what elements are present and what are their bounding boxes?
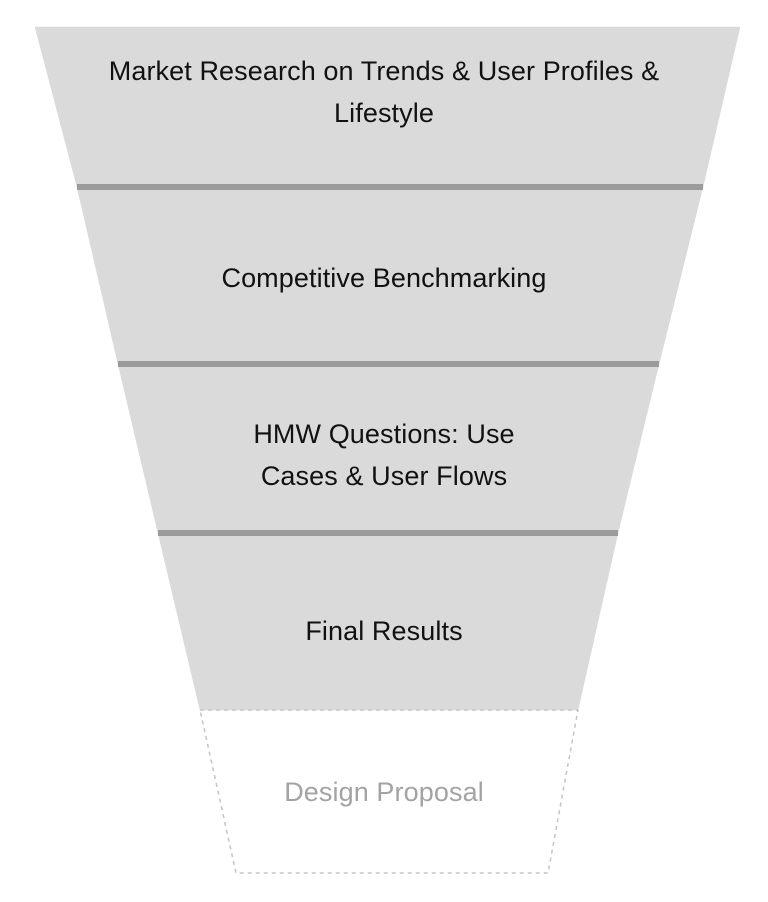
funnel-stage-2-label: Competitive Benchmarking [0, 257, 768, 299]
funnel-stage-5-label-line-1: Design Proposal [284, 777, 484, 807]
stage-divider-3 [158, 530, 618, 536]
funnel-stage-3-label-line-1: HMW Questions: Use [253, 419, 515, 449]
funnel-stage-5-shape [199, 709, 579, 874]
stage-divider-2 [118, 361, 659, 367]
stage-divider-1 [77, 184, 703, 190]
funnel-stage-1-label: Market Research on Trends & User Profile… [0, 50, 768, 134]
funnel-stage-1-label-line-1: Market Research on Trends & User Profile… [108, 56, 660, 86]
funnel-stage-3-label-line-2: Cases & User Flows [260, 461, 508, 491]
funnel-stage-3-label: HMW Questions: Use Cases & User Flows [0, 413, 768, 497]
funnel-stage-4-label-line-1: Final Results [305, 616, 463, 646]
funnel-stage-4-label: Final Results [0, 610, 768, 652]
funnel-stage-5-label: Design Proposal [0, 771, 768, 813]
funnel-stage-2-label-line-1: Competitive Benchmarking [221, 263, 547, 293]
funnel-stage-1-label-line-2: Lifestyle [334, 98, 434, 128]
